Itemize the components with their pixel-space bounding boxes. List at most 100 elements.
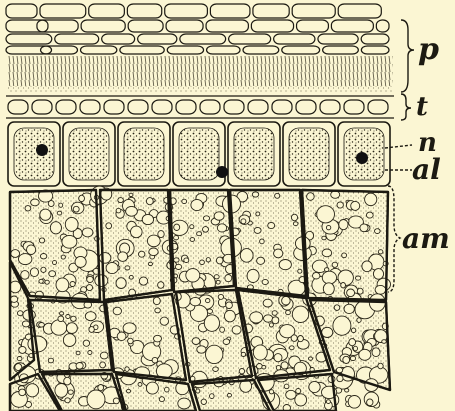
aleurone-contents (179, 128, 219, 180)
starch-granule (50, 222, 61, 234)
starch-granule (154, 335, 162, 342)
starch-granule (40, 254, 46, 259)
starch-granule (165, 387, 170, 392)
starch-granule (146, 198, 153, 205)
starch-granule (126, 206, 138, 216)
starch-granule (260, 239, 265, 244)
starch-granule (196, 389, 200, 393)
starch-granule (334, 305, 340, 311)
starch-granule (240, 249, 253, 263)
starch-granule (153, 297, 160, 304)
starch-granule (296, 389, 301, 394)
starch-granule (106, 223, 112, 229)
starch-granule (41, 267, 46, 272)
starch-granule (322, 271, 336, 284)
starch-granule (326, 400, 330, 404)
starch-granule (182, 199, 187, 203)
starch-granule (332, 262, 338, 267)
starch-granule (348, 396, 360, 409)
aleurone-contents (14, 128, 54, 180)
starch-granule (210, 394, 215, 399)
label-testa: t (416, 92, 428, 122)
starch-granule (291, 214, 297, 221)
pericarp-cell (40, 4, 86, 18)
starch-granule (64, 377, 71, 385)
starch-granule (378, 363, 383, 369)
starch-granule (256, 212, 260, 216)
pericarp-cell (6, 4, 37, 18)
starch-granule (203, 216, 209, 221)
starch-granule (353, 346, 357, 351)
starch-granule (71, 316, 77, 321)
pericarp-cell (166, 20, 203, 32)
starch-granule (83, 340, 89, 346)
pericarp-cell (6, 46, 52, 54)
starch-granule (139, 277, 147, 285)
starch-granule (175, 264, 181, 269)
starch-granule (345, 389, 349, 393)
starch-granule (116, 208, 121, 213)
testa-cell (56, 100, 76, 114)
starch-granule (206, 258, 210, 262)
pericarp-cell (55, 34, 99, 44)
starch-granule (286, 390, 296, 399)
starch-granule (88, 351, 92, 355)
starch-granule (309, 381, 320, 392)
testa-cell (320, 100, 340, 114)
starch-granule (357, 288, 363, 294)
aleurone-contents (69, 128, 109, 180)
pericarp-cell (80, 46, 116, 54)
starch-granule (48, 201, 54, 207)
starch-granule (113, 398, 119, 404)
starch-granule (174, 236, 179, 240)
starch-granule (125, 367, 129, 372)
testa-cell (176, 100, 196, 114)
starch-granule (375, 229, 381, 234)
starch-granule (298, 269, 302, 273)
starch-granule (378, 250, 383, 254)
starch-granule (275, 193, 280, 198)
starch-granule (148, 262, 152, 265)
starch-granule (356, 276, 361, 280)
pericarp-cell (207, 46, 240, 54)
pericarp-cell (282, 46, 320, 54)
starch-granule (79, 195, 85, 201)
starch-granule (113, 307, 121, 315)
starch-granule (281, 362, 288, 369)
starch-granule (116, 278, 126, 289)
testa-cell (200, 100, 220, 114)
starch-granule (100, 352, 108, 359)
starch-granule (264, 315, 273, 322)
starch-granule (206, 345, 223, 363)
starch-granule (56, 278, 69, 292)
starch-granule (276, 365, 280, 370)
starch-granule (207, 309, 212, 313)
starch-granule (367, 399, 373, 406)
starch-granule (317, 206, 335, 223)
starch-granule (282, 296, 291, 305)
starch-granule (59, 203, 63, 207)
starch-granule (86, 285, 92, 291)
starch-granule (31, 199, 40, 206)
starch-granule (337, 202, 343, 208)
pericarp-cell (41, 46, 78, 54)
starch-granule (99, 253, 111, 264)
starch-granule (76, 351, 80, 355)
pericarp-cell (81, 20, 125, 32)
starch-granule (138, 383, 142, 387)
starch-granule (174, 258, 179, 262)
starch-granule (131, 226, 143, 238)
pericarp-cell (102, 34, 135, 44)
starch-granule (85, 312, 96, 321)
starch-granule (342, 253, 347, 258)
starch-granule (197, 346, 206, 353)
starch-granule (293, 222, 298, 226)
starch-granule (200, 260, 205, 265)
pericarp-cell (210, 4, 250, 18)
starch-granule (272, 317, 279, 324)
starch-granule (125, 266, 130, 270)
starch-granule (63, 334, 75, 347)
pericarp-cell (138, 34, 177, 44)
